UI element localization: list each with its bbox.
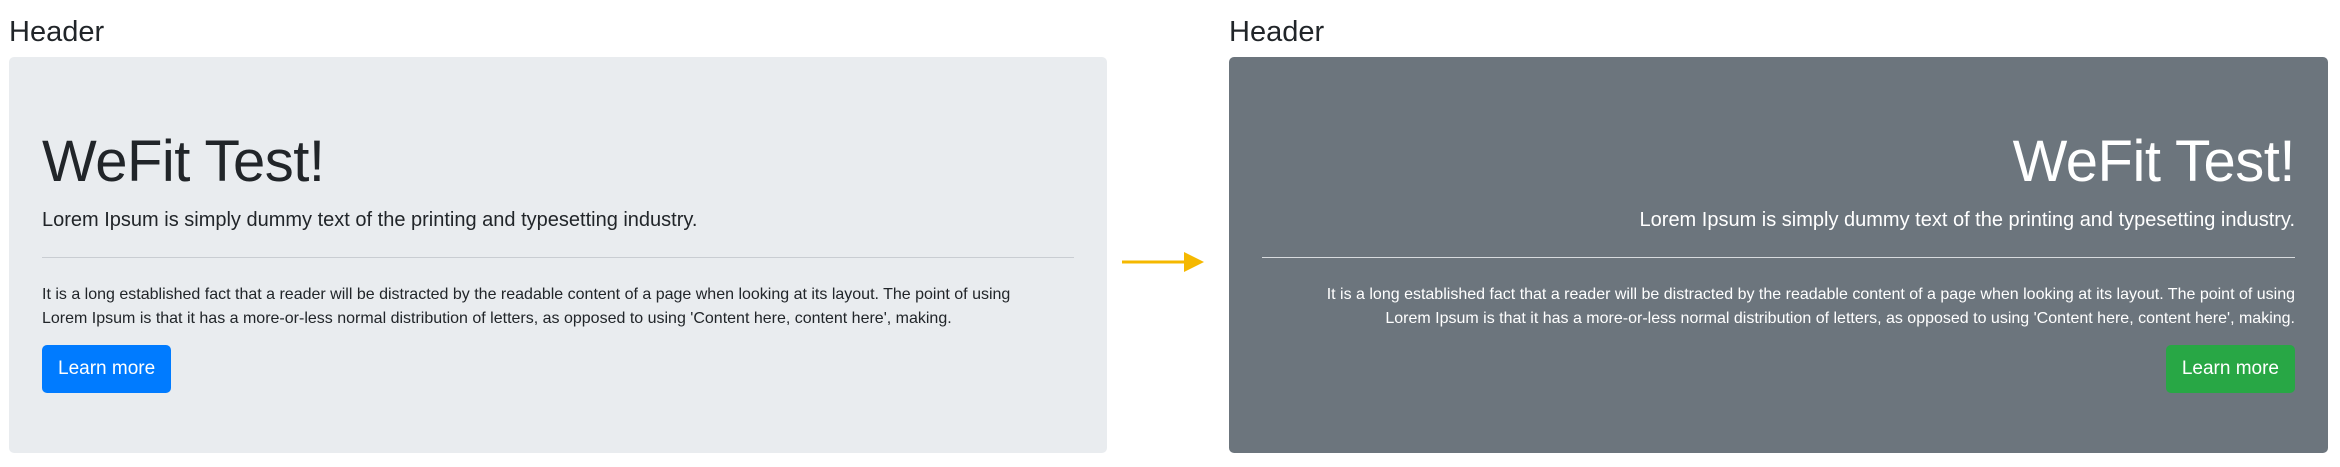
jumbotron-lead: Lorem Ipsum is simply dummy text of the … [42, 209, 698, 231]
body-line-2: Lorem Ipsum is that it has a more-or-les… [42, 310, 952, 327]
learn-more-button[interactable]: Learn more [2165, 345, 2295, 393]
arrow-right-icon [1122, 252, 1204, 272]
page-header: Header [1229, 16, 1325, 48]
jumbotron: WeFit Test! Lorem Ipsum is simply dummy … [9, 57, 1107, 453]
page-header: Header [9, 16, 105, 48]
jumbotron-title: WeFit Test! [2012, 129, 2296, 194]
after-panel: Header WeFit Test! Lorem Ipsum is simply… [1219, 0, 2340, 467]
jumbotron-body: It is a long established fact that a rea… [42, 283, 1074, 331]
divider [42, 257, 1074, 258]
body-line-1: It is a long established fact that a rea… [42, 286, 1011, 303]
jumbotron-body: It is a long established fact that a rea… [1262, 283, 2295, 331]
body-line-2: Lorem Ipsum is that it has a more-or-les… [1385, 310, 2295, 327]
learn-more-button[interactable]: Learn more [42, 345, 172, 393]
before-panel: Header WeFit Test! Lorem Ipsum is simply… [0, 0, 1110, 467]
jumbotron-title: WeFit Test! [42, 129, 325, 194]
jumbotron-lead: Lorem Ipsum is simply dummy text of the … [1639, 209, 2295, 231]
divider [1262, 257, 2295, 258]
body-line-1: It is a long established fact that a rea… [1326, 286, 2295, 303]
jumbotron: WeFit Test! Lorem Ipsum is simply dummy … [1229, 57, 2328, 453]
